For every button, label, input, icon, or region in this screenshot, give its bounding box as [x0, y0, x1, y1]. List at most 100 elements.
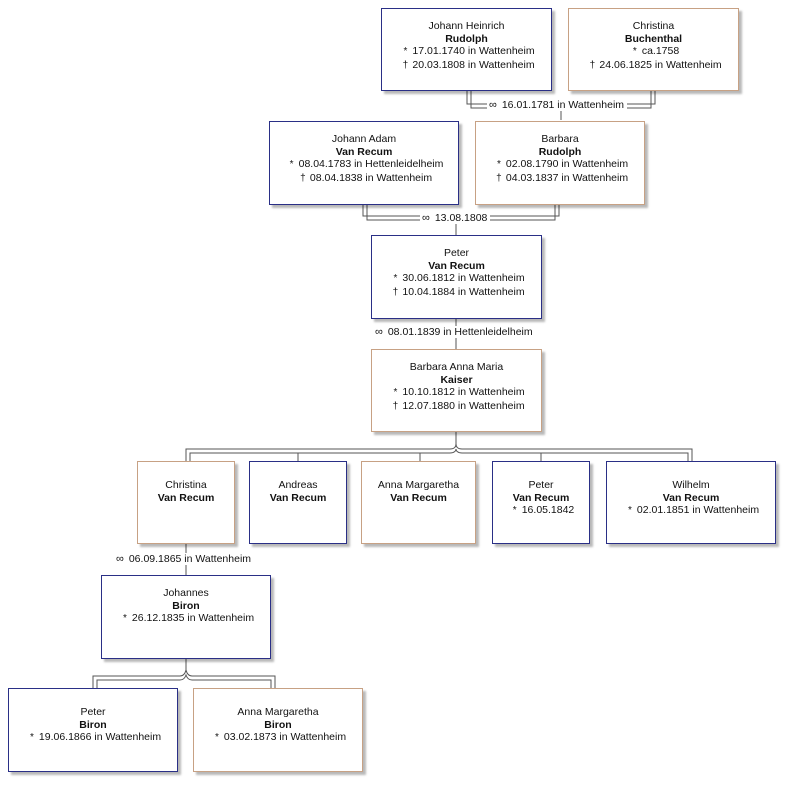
birth-info: 08.04.1783 in Hettenleidelheim: [298, 158, 444, 170]
given-name: Barbara: [541, 133, 579, 145]
birth-line: * 30.06.1812 in Wattenheim: [372, 272, 541, 286]
marriage-info: 13.08.1808: [434, 212, 488, 224]
marriage-info: 08.01.1839 in Hettenleidelheim: [387, 326, 533, 338]
given-name: Johann Adam: [331, 133, 397, 145]
surname: Biron: [79, 718, 107, 731]
death-info: 24.06.1825 in Wattenheim: [599, 58, 722, 71]
marriage-rings-icon: ∞: [375, 326, 383, 338]
birth-icon: *: [122, 613, 127, 624]
given-name: Peter: [443, 247, 470, 259]
death-icon: †: [589, 59, 596, 71]
given-name: Barbara Anna Maria: [409, 361, 504, 373]
birth-info: 17.01.1740 in Wattenheim: [412, 45, 535, 57]
person-card-christina-van-recum[interactable]: Christina Van Recum: [137, 461, 235, 544]
birth-icon: *: [512, 505, 517, 516]
person-card-anna-margaretha-van-recum[interactable]: Anna Margaretha Van Recum: [361, 461, 476, 544]
birth-line: * 02.01.1851 in Wattenheim: [607, 504, 775, 518]
given-name: Peter: [80, 706, 106, 718]
person-card-barbara-rudolph[interactable]: Barbara Rudolph * 02.08.1790 in Wattenhei…: [475, 121, 645, 205]
given-name: Andreas: [278, 479, 318, 491]
death-line: †20.03.1808 in Wattenheim: [382, 59, 551, 73]
surname: Van Recum: [512, 491, 570, 504]
death-info: 04.03.1837 in Wattenheim: [505, 171, 629, 184]
birth-info: ca.1758: [641, 45, 680, 57]
surname: Biron: [264, 718, 292, 731]
surname: Rudolph: [445, 32, 488, 45]
death-info: 12.07.1880 in Wattenheim: [402, 399, 525, 412]
birth-line: * ca.1758: [569, 45, 738, 59]
marriage-label-1808: ∞ 13.08.1808: [420, 212, 491, 224]
person-card-anna-margaretha-biron[interactable]: Anna Margaretha Biron * 03.02.1873 in Wat…: [193, 688, 363, 772]
birth-icon: *: [403, 46, 408, 57]
birth-line: * 17.01.1740 in Wattenheim: [382, 45, 551, 59]
birth-icon: *: [627, 505, 632, 516]
person-card-barbara-anna-maria-kaiser[interactable]: Barbara Anna Maria Kaiser * 10.10.1812 in…: [371, 349, 542, 432]
death-icon: †: [496, 172, 502, 184]
person-card-johann-heinrich-rudolph[interactable]: Johann Heinrich Rudolph * 17.01.1740 in W…: [381, 8, 552, 91]
birth-icon: *: [214, 732, 219, 743]
surname: Kaiser: [440, 373, 473, 386]
birth-line: * 02.08.1790 in Wattenheim: [476, 158, 644, 172]
person-card-johann-adam-van-recum[interactable]: Johann Adam Van Recum * 08.04.1783 in Het…: [269, 121, 459, 205]
marriage-rings-icon: ∞: [116, 553, 124, 565]
birth-info: 10.10.1812 in Wattenheim: [402, 386, 525, 398]
birth-info: 30.06.1812 in Wattenheim: [402, 272, 525, 284]
death-icon: †: [392, 400, 399, 412]
birth-info: 19.06.1866 in Wattenheim: [38, 731, 162, 743]
birth-line: * 10.10.1812 in Wattenheim: [372, 386, 541, 400]
person-card-peter-van-recum[interactable]: Peter Van Recum * 30.06.1812 in Wattenhei…: [371, 235, 542, 319]
death-info: 20.03.1808 in Wattenheim: [412, 58, 535, 71]
birth-info: 26.12.1835 in Wattenheim: [131, 612, 255, 624]
death-icon: †: [402, 59, 409, 71]
surname: Buchenthal: [624, 32, 683, 45]
given-name: Anna Margaretha: [377, 479, 460, 491]
death-line: †10.04.1884 in Wattenheim: [372, 286, 541, 300]
surname: Biron: [172, 599, 200, 612]
person-card-johannes-biron[interactable]: Johannes Biron * 26.12.1835 in Wattenheim: [101, 575, 271, 659]
given-name: Wilhelm: [672, 479, 710, 491]
surname: Van Recum: [269, 491, 327, 504]
birth-icon: *: [496, 159, 501, 170]
surname: Rudolph: [538, 145, 582, 158]
marriage-rings-icon: ∞: [489, 99, 497, 111]
death-icon: †: [300, 172, 306, 184]
surname: Van Recum: [157, 491, 215, 504]
person-card-wilhelm-van-recum[interactable]: Wilhelm Van Recum * 02.01.1851 in Wattenh…: [606, 461, 776, 544]
person-card-peter-biron[interactable]: Peter Biron * 19.06.1866 in Wattenheim: [8, 688, 178, 772]
given-name: Johannes: [163, 587, 209, 599]
death-line: †12.07.1880 in Wattenheim: [372, 400, 541, 414]
birth-icon: *: [29, 732, 34, 743]
person-card-andreas-van-recum[interactable]: Andreas Van Recum: [249, 461, 347, 544]
birth-icon: *: [393, 387, 398, 398]
death-line: †24.06.1825 in Wattenheim: [569, 59, 738, 73]
marriage-label-1839: ∞ 08.01.1839 in Hettenleidelheim: [373, 326, 536, 338]
surname: Van Recum: [390, 491, 447, 504]
death-info: 08.04.1838 in Wattenheim: [309, 171, 433, 184]
birth-icon: *: [289, 159, 294, 170]
birth-info: 03.02.1873 in Wattenheim: [223, 731, 347, 743]
death-line: †04.03.1837 in Wattenheim: [476, 172, 644, 186]
birth-icon: *: [632, 46, 637, 57]
surname: Van Recum: [428, 259, 485, 272]
birth-info: 02.01.1851 in Wattenheim: [636, 504, 760, 516]
death-icon: †: [392, 286, 399, 298]
marriage-info: 16.01.1781 in Wattenheim: [501, 99, 625, 111]
person-card-christina-buchenthal[interactable]: Christina Buchenthal * ca.1758 †24.06.182…: [568, 8, 739, 91]
marriage-rings-icon: ∞: [422, 212, 430, 224]
birth-info: 02.08.1790 in Wattenheim: [505, 158, 629, 170]
birth-line: * 19.06.1866 in Wattenheim: [9, 731, 177, 745]
given-name: Christina: [165, 479, 207, 491]
death-info: 10.04.1884 in Wattenheim: [402, 285, 525, 298]
birth-line: *16.05.1842: [493, 504, 589, 518]
given-name: Johann Heinrich: [428, 20, 505, 32]
surname: Van Recum: [335, 145, 393, 158]
given-name: Christina: [632, 20, 675, 32]
given-name: Peter: [528, 479, 554, 491]
death-line: †08.04.1838 in Wattenheim: [270, 172, 458, 186]
person-card-peter-van-recum-1842[interactable]: Peter Van Recum *16.05.1842: [492, 461, 590, 544]
birth-line: * 08.04.1783 in Hettenleidelheim: [270, 158, 458, 172]
surname: Van Recum: [662, 491, 720, 504]
birth-icon: *: [393, 273, 398, 284]
birth-line: * 26.12.1835 in Wattenheim: [102, 612, 270, 626]
given-name: Anna Margaretha: [237, 706, 319, 718]
